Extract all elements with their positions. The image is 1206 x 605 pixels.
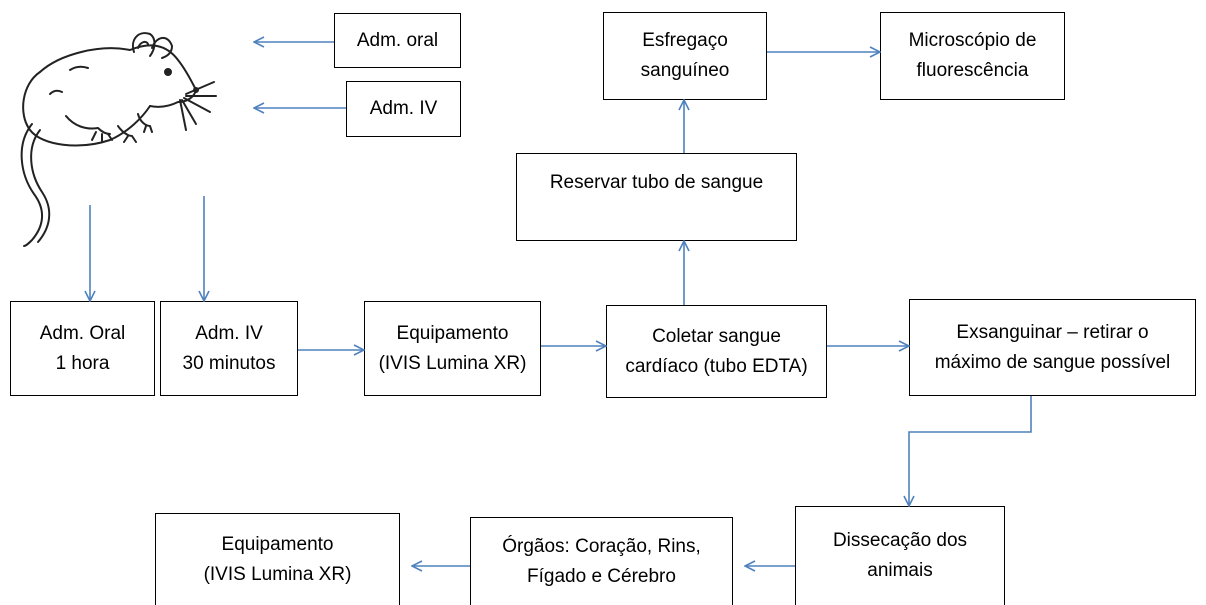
orgaos-line-1: Órgãos: Coração, Rins, <box>502 535 701 557</box>
coletar-box: Coletar sangue cardíaco (tubo EDTA) <box>606 305 827 398</box>
adm-iv-time-line-2: 30 minutos <box>182 352 276 374</box>
reservar-box: Reservar tubo de sangue <box>516 153 797 241</box>
adm-iv-box: Adm. IV <box>346 81 461 137</box>
equipamento-1-line-1: Equipamento <box>396 322 509 344</box>
disseccao-line-1: Dissecação dos <box>832 530 968 551</box>
rat-illustration-icon <box>20 32 217 247</box>
equipamento-2-line-1: Equipamento <box>221 533 334 555</box>
exsanguinar-line-1: Exsanguinar – retirar o <box>956 321 1149 343</box>
adm-oral-time-line-2: 1 hora <box>55 352 110 374</box>
equipamento-box-1: Equipamento (IVIS Lumina XR) <box>364 301 541 396</box>
equipamento-box-2: Equipamento (IVIS Lumina XR) <box>155 513 400 605</box>
adm-oral-time-box: Adm. Oral 1 hora <box>10 301 155 396</box>
adm-oral-box: Adm. oral <box>334 13 461 68</box>
esfregaco-line-2: sanguíneo <box>640 60 730 81</box>
adm-oral-label: Adm. oral <box>356 29 439 51</box>
esfregaco-line-1: Esfregaço <box>642 30 728 51</box>
orgaos-box: Órgãos: Coração, Rins, Fígado e Cérebro <box>470 517 733 605</box>
reservar-label: Reservar tubo de sangue <box>549 172 764 193</box>
microscopio-line-1: Microscópio de <box>908 30 1037 51</box>
disseccao-box: Dissecação dos animais <box>795 506 1005 605</box>
microscopio-line-2: fluorescência <box>916 60 1029 81</box>
equipamento-2-line-2: (IVIS Lumina XR) <box>203 563 352 585</box>
coletar-line-2: cardíaco (tubo EDTA) <box>625 355 808 377</box>
exsanguinar-box: Exsanguinar – retirar o máximo de sangue… <box>909 299 1196 396</box>
microscopio-box: Microscópio de fluorescência <box>880 12 1065 100</box>
esfregaco-box: Esfregaço sanguíneo <box>603 12 767 100</box>
orgaos-line-2: Fígado e Cérebro <box>527 565 676 587</box>
adm-oral-time-line-1: Adm. Oral <box>39 322 126 344</box>
coletar-line-1: Coletar sangue <box>652 325 781 347</box>
exsanguinar-line-2: máximo de sangue possível <box>934 351 1171 373</box>
disseccao-line-2: animais <box>867 560 933 581</box>
adm-iv-label: Adm. IV <box>369 98 438 119</box>
adm-iv-time-line-1: Adm. IV <box>195 322 263 344</box>
arrow-exsanguinar-to-disseccao <box>909 396 1032 506</box>
adm-iv-time-box: Adm. IV 30 minutos <box>160 301 298 396</box>
equipamento-1-line-2: (IVIS Lumina XR) <box>378 352 527 374</box>
